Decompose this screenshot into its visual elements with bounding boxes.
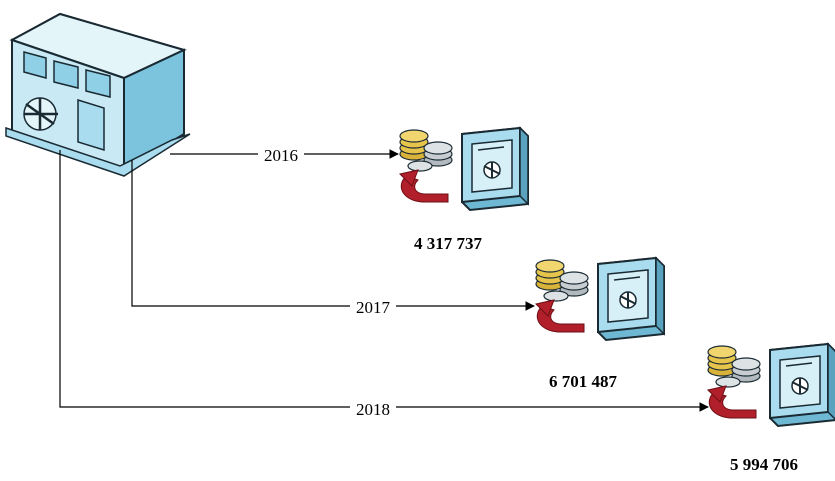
flows-layer [59,149,709,412]
year-label-2016: 2016 [264,146,298,165]
coins-and-safe-icon [399,127,529,211]
year-label-2018: 2018 [356,400,390,419]
year-label-2017: 2017 [356,298,391,317]
amount-2018: 5 994 706 [730,455,798,474]
coins-and-safe-icon [707,343,835,427]
amount-2017: 6 701 487 [549,372,618,391]
flow-line-2018 [59,150,350,408]
bank-building-icon [5,12,191,177]
amount-2016: 4 317 737 [414,234,483,253]
coins-and-safe-icon [535,257,665,341]
flow-line-2017 [131,160,350,307]
